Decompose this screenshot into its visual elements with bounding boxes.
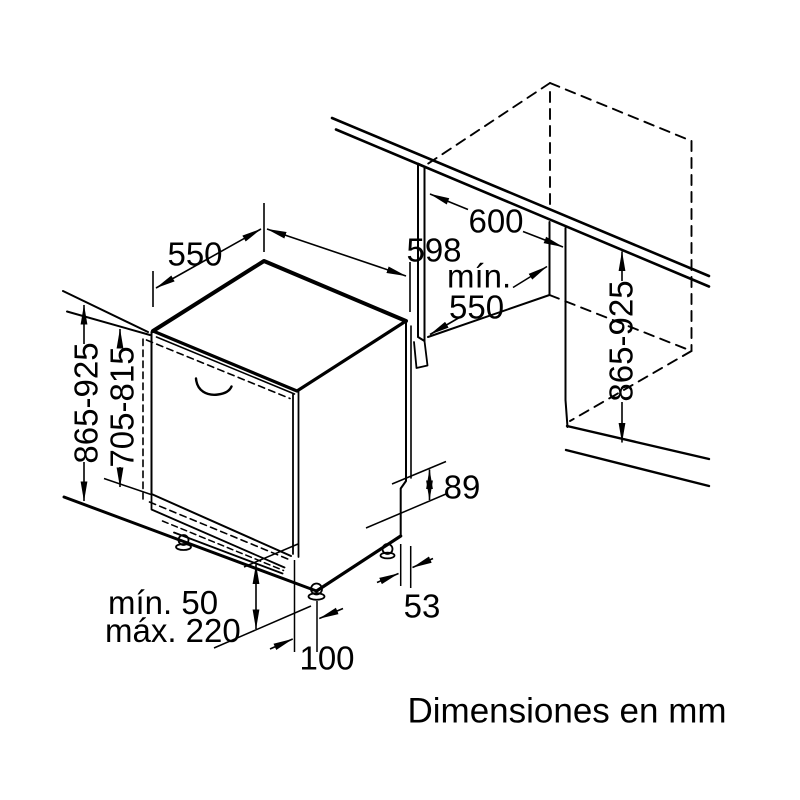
dim-label-front-foot-offset: 100 — [299, 640, 354, 677]
dishwasher-top-back-edges — [151, 259, 408, 333]
side-panel-edge — [413, 162, 429, 369]
dishwasher-top-front-edges — [151, 319, 408, 393]
plinth-lines — [150, 493, 286, 575]
dim-rear-step-height: 89 — [365, 460, 481, 529]
niche-dashed-outline — [425, 82, 693, 422]
dim-front-foot-offset: 100 — [269, 560, 355, 677]
adjustable-foot-front — [307, 582, 326, 601]
dim-label-rear-step-height: 89 — [444, 469, 481, 506]
dishwasher-bottom-right-edge — [314, 534, 403, 593]
dim-plinth-height: mín. 50 máx. 220 — [105, 543, 312, 649]
dim-right-overall-height: 865-925 — [603, 251, 640, 443]
dim-niche-depth: mín. 550 — [429, 258, 548, 336]
dim-door-panel-height: 705-815 — [104, 328, 152, 496]
dim-rear-edge-offset: 53 — [376, 544, 441, 625]
dim-top-depth: 550 — [155, 228, 262, 289]
dimension-ticks — [152, 203, 411, 312]
furniture-door-dashed-outline — [142, 338, 291, 561]
dim-niche-width: 600 — [429, 193, 564, 248]
caption-units: Dimensiones en mm — [408, 692, 727, 731]
dim-label-plinth-min: mín. 50 — [108, 584, 218, 621]
door-handle — [194, 377, 233, 396]
dim-label-top-depth: 550 — [167, 236, 222, 273]
dim-label-door-panel-height: 705-815 — [104, 346, 141, 467]
dim-label-niche-depth-value: 550 — [449, 289, 504, 326]
dishwasher-right-edge — [399, 320, 407, 537]
dim-label-top-width: 598 — [406, 232, 461, 269]
dim-label-left-overall-height: 865-925 — [68, 342, 105, 463]
cabinet-surround — [62, 82, 711, 593]
dim-label-right-overall-height: 865-925 — [603, 280, 640, 401]
dim-left-overall-height: 865-925 — [68, 304, 105, 502]
adjustable-foot-right — [379, 543, 396, 560]
dim-label-niche-width: 600 — [468, 203, 523, 240]
floor-lines-right — [564, 424, 711, 488]
dim-label-plinth-max: máx. 220 — [105, 612, 241, 649]
dishwasher-outline — [142, 259, 412, 601]
floor-line-left — [62, 495, 318, 593]
dim-top-width: 598 — [266, 228, 462, 277]
adjustable-foot-left — [175, 534, 192, 551]
dishwasher-door — [150, 331, 300, 558]
dim-label-niche-depth-prefix: mín. — [447, 258, 511, 295]
countertop-lines — [330, 116, 711, 288]
dim-label-rear-edge-offset: 53 — [404, 588, 441, 625]
